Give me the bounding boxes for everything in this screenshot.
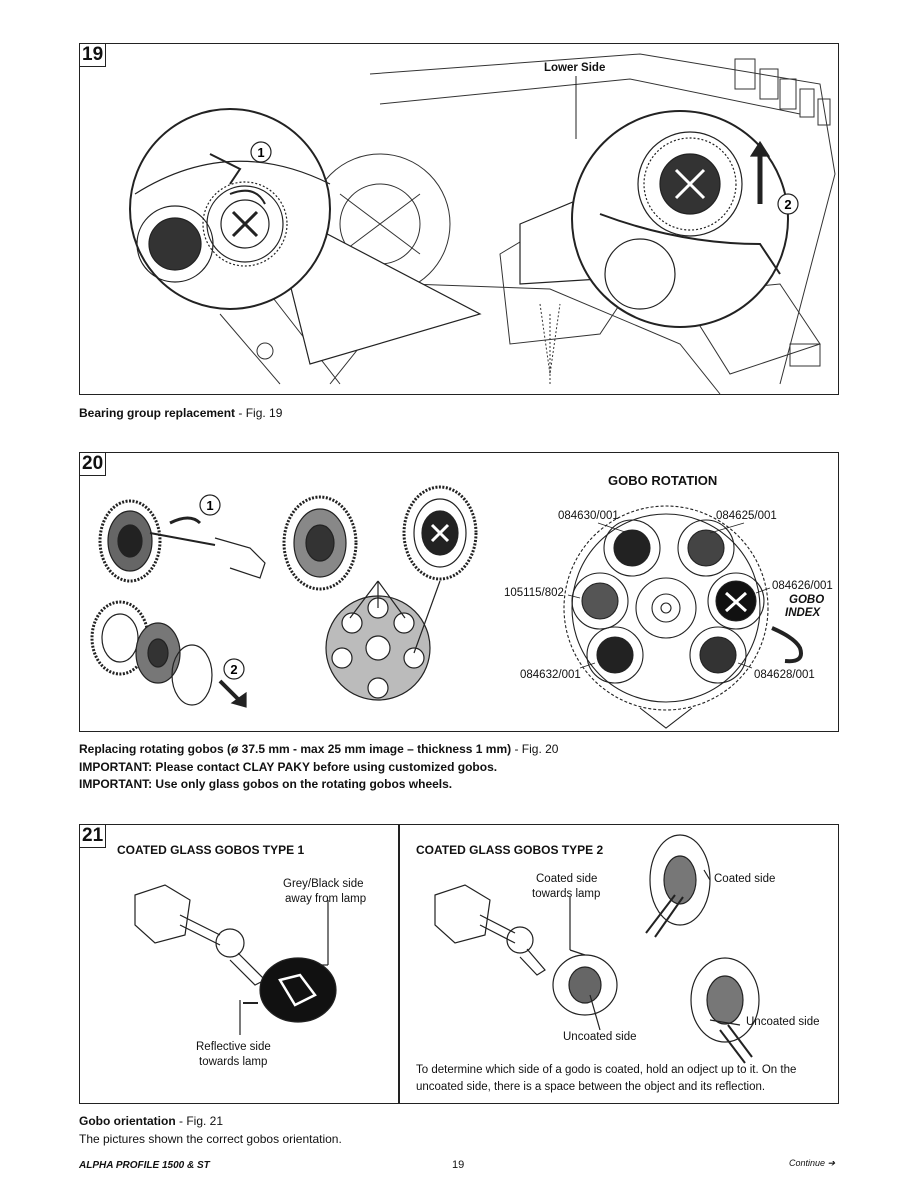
figure-20-panel: 20 bbox=[79, 452, 839, 732]
uncoated-side-label-2: Uncoated side bbox=[746, 1016, 820, 1028]
uncoated-side-label-1: Uncoated side bbox=[563, 1031, 637, 1043]
footer-product-name: ALPHA PROFILE 1500 & ST bbox=[79, 1160, 210, 1171]
type1-title: COATED GLASS GOBOS TYPE 1 bbox=[117, 843, 305, 857]
coated-towards-lamp-label-1: Coated side bbox=[536, 873, 598, 885]
figure-19-illustration: 1 2 bbox=[129, 53, 836, 395]
lower-side-label: Lower Side bbox=[544, 62, 606, 74]
coating-test-note-2: uncoated side, there is a space between … bbox=[416, 1081, 766, 1093]
figure-20-caption: Replacing rotating gobos (ø 37.5 mm - ma… bbox=[79, 741, 558, 757]
fig20-step1-text: 1 bbox=[206, 498, 213, 513]
fig19-step2-text: 2 bbox=[784, 197, 791, 212]
fig19-step1-text: 1 bbox=[257, 145, 264, 160]
gobo-code-right: 084626/001 bbox=[772, 580, 833, 592]
coating-test-note-1: To determine which side of a godo is coa… bbox=[416, 1064, 797, 1076]
figure-19-caption: Bearing group replacement - Fig. 19 bbox=[79, 405, 282, 421]
figure-21-divider bbox=[398, 825, 400, 1103]
important-note-1: IMPORTANT: Please contact CLAY PAKY befo… bbox=[79, 760, 498, 774]
gobo-code-bottom-right: 084628/001 bbox=[754, 669, 815, 681]
figure-21-caption-line2: The pictures shown the correct gobos ori… bbox=[79, 1132, 342, 1146]
gobo-code-bottom-left: 084632/001 bbox=[520, 669, 581, 681]
gobo-code-top-right: 084625/001 bbox=[716, 510, 777, 522]
gobo-code-top-left: 084630/001 bbox=[558, 510, 619, 522]
gobo-index-label-2: INDEX bbox=[785, 607, 821, 619]
figure-20-caption-ref: - Fig. 20 bbox=[511, 742, 559, 756]
footer-continue: Continue ➔ bbox=[789, 1158, 836, 1168]
gobo-code-left: 105115/802 bbox=[504, 587, 564, 599]
figure-21-panel: 21 bbox=[79, 824, 839, 1104]
figure-20-number: 20 bbox=[79, 452, 107, 476]
coated-side-label: Coated side bbox=[714, 873, 776, 885]
figure-19-number: 19 bbox=[79, 43, 107, 67]
reflective-side-label-2: towards lamp bbox=[199, 1056, 268, 1068]
type2-title: COATED GLASS GOBOS TYPE 2 bbox=[416, 843, 604, 857]
figure-19-caption-bold: Bearing group replacement bbox=[79, 406, 236, 420]
coated-towards-lamp-label-2: towards lamp bbox=[532, 888, 601, 900]
reflective-side-label-1: Reflective side bbox=[196, 1041, 271, 1053]
important-note-2: IMPORTANT: Use only glass gobos on the r… bbox=[79, 777, 453, 791]
figure-21-caption-ref: - Fig. 21 bbox=[175, 1114, 224, 1128]
footer-page-number: 19 bbox=[452, 1159, 465, 1171]
grey-black-side-label-1: Grey/Black side bbox=[283, 878, 364, 890]
grey-black-side-label-2: away from lamp bbox=[285, 893, 367, 905]
figure-20-caption-bold: Replacing rotating gobos (ø 37.5 mm - ma… bbox=[79, 742, 512, 756]
gobo-rotation-title: GOBO ROTATION bbox=[608, 473, 718, 488]
figure-21-illustration bbox=[134, 834, 760, 1064]
figure-20-illustration: 1 2 bbox=[90, 485, 803, 729]
figure-21-caption-bold: Gobo orientation bbox=[79, 1114, 176, 1128]
figure-21-number: 21 bbox=[79, 824, 107, 848]
figure-21-caption: Gobo orientation - Fig. 21 bbox=[79, 1113, 223, 1129]
fig20-step2-text: 2 bbox=[230, 662, 237, 677]
gobo-index-label-1: GOBO bbox=[789, 594, 825, 606]
figure-19-panel: 19 bbox=[79, 43, 839, 395]
figure-19-caption-ref: - Fig. 19 bbox=[235, 406, 283, 420]
